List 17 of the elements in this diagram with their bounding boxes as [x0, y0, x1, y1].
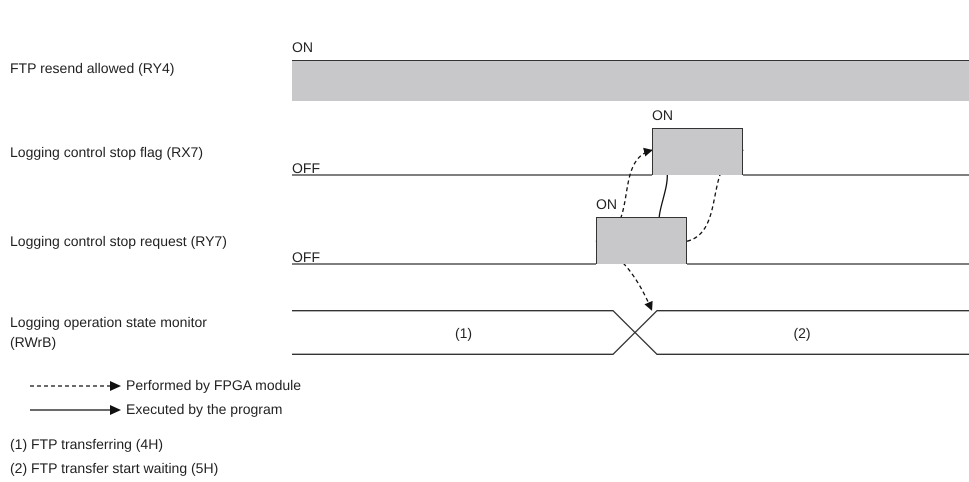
state-label: OFF — [292, 248, 321, 267]
note-text: (2) FTP transfer start waiting (5H) — [10, 459, 220, 478]
state-label: ON — [292, 38, 313, 56]
signal-name: Logging operation state monitor (RWrB) — [10, 313, 208, 352]
state-label: (2) — [792, 324, 812, 342]
state-label: OFF — [292, 159, 321, 178]
signal-name: Logging control stop request (RY7) — [10, 232, 228, 251]
arrow — [596, 240, 652, 311]
state-label: ON — [652, 106, 673, 124]
legend-text: Executed by the program — [126, 400, 282, 418]
signal-name: FTP resend allowed (RY4) — [10, 59, 176, 78]
arrow — [686, 149, 744, 242]
signal-name: Logging control stop flag (RX7) — [10, 143, 204, 162]
state-label: ON — [596, 195, 617, 213]
note-text: (1) FTP transferring (4H) — [10, 435, 164, 454]
legend-text: Performed by FPGA module — [126, 376, 302, 394]
state-label: (1) — [454, 324, 474, 342]
